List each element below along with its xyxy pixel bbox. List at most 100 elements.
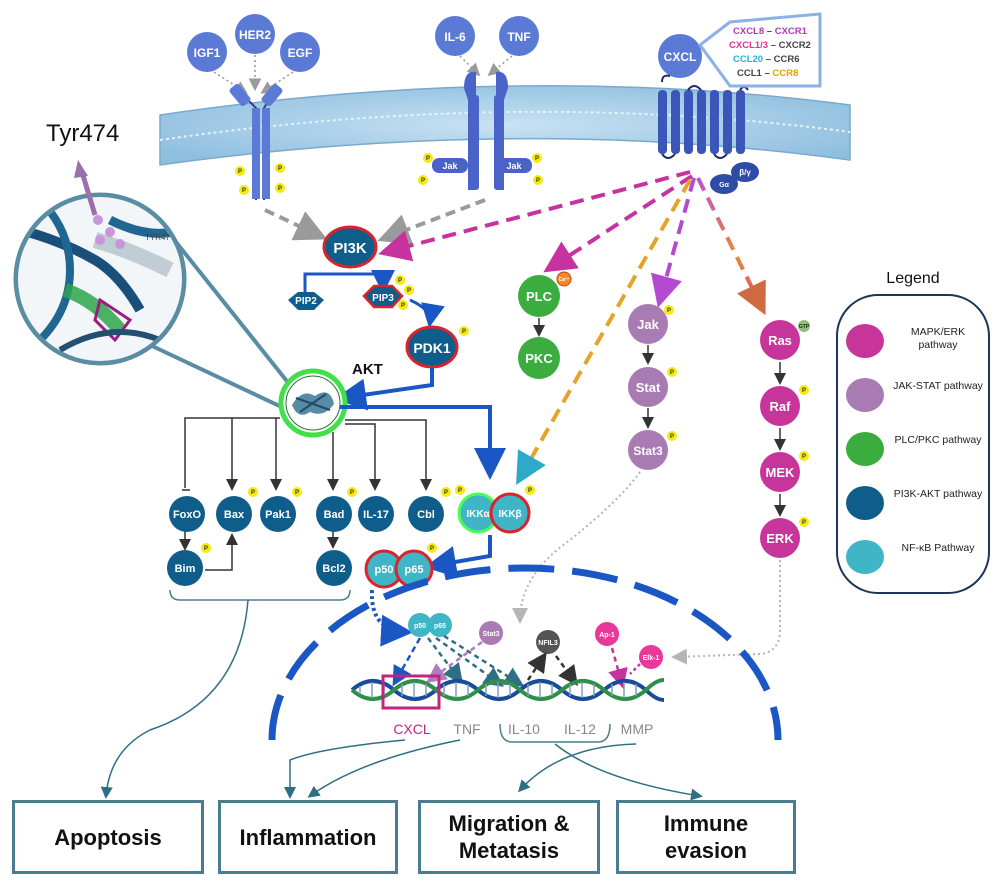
erk-nuclear-arrow: [671, 560, 781, 665]
svg-text:P: P: [251, 490, 255, 496]
legend-label: JAK-STAT pathway: [893, 380, 983, 392]
node-stat: Stat: [628, 367, 668, 407]
ligand-igf1: IGF1: [187, 32, 227, 72]
ca-badge: Ca²⁺: [556, 271, 572, 287]
svg-text:Pak1: Pak1: [265, 509, 291, 521]
svg-text:P: P: [458, 488, 462, 494]
pair-separator: –: [762, 68, 773, 79]
node-ikkb: IKKβ: [489, 492, 531, 534]
svg-text:PLC: PLC: [526, 289, 553, 304]
legend-item-jakstat: JAK-STAT pathway: [846, 372, 986, 420]
node-pip3: PIP3: [362, 284, 404, 309]
p-badge: P: [418, 175, 428, 185]
svg-text:PKC: PKC: [525, 351, 553, 366]
p-badge: P: [347, 487, 357, 497]
svg-text:Ap-1: Ap-1: [599, 632, 615, 639]
dna-helix: [350, 674, 665, 710]
svg-text:IL-17: IL-17: [363, 509, 389, 521]
svg-text:Cbl: Cbl: [417, 509, 435, 521]
svg-text:Bax: Bax: [224, 509, 245, 521]
pi3k-to-pip-bracket: [303, 270, 395, 294]
chemokine-pair: CCL20 – CCR6: [733, 54, 800, 65]
ligand-tnf: TNF: [499, 16, 539, 56]
akt-structure-zoom: TYR47: [13, 192, 187, 366]
legend-label: PLC/PKC pathway: [894, 434, 982, 446]
p-badge: P: [395, 275, 405, 285]
legend-swatch: [846, 378, 884, 412]
svg-text:Bcl2: Bcl2: [322, 563, 345, 575]
node-il17: IL-17: [358, 496, 394, 532]
chemokine-ligand: CXCL8: [733, 26, 764, 37]
chemokine-callout: CXCL8 – CXCR1 CXCL1/3 – CXCR2 CCL20 – CC…: [697, 12, 822, 88]
node-bad: Bad: [316, 496, 352, 532]
svg-text:P: P: [667, 308, 671, 314]
svg-text:P: P: [444, 490, 448, 496]
svg-text:P: P: [802, 454, 806, 460]
pair-separator: –: [764, 26, 775, 37]
p-badge: P: [423, 153, 433, 163]
svg-text:P: P: [670, 370, 674, 376]
nuclear-p50: p50: [408, 613, 432, 637]
outcome-label-line1: Migration &: [448, 811, 570, 836]
apoptosis-bracket: [169, 589, 351, 601]
p-badge: P: [275, 163, 285, 173]
pair-separator: –: [763, 54, 774, 65]
node-pkc: PKC: [518, 337, 560, 379]
p-badge: P: [667, 431, 677, 441]
svg-text:Ras: Ras: [768, 333, 792, 348]
svg-text:Bim: Bim: [175, 563, 196, 575]
chemokine-ligand: CCL20: [733, 54, 763, 65]
svg-text:P: P: [430, 546, 434, 552]
ikk-to-nfkb-arrow: [424, 535, 492, 578]
node-cbl: Cbl: [408, 496, 444, 532]
svg-text:Jak: Jak: [442, 161, 458, 171]
outcome-migration-metastasis: Migration & Metatasis: [418, 800, 600, 874]
pair-separator: –: [768, 40, 779, 51]
p-badge: P: [248, 487, 258, 497]
pdk1-to-akt-arrow: [334, 368, 434, 411]
p-badge: P: [235, 166, 245, 176]
chemokine-pair: CXCL1/3 – CXCR2: [729, 40, 811, 51]
svg-text:Bad: Bad: [324, 509, 345, 521]
svg-text:P: P: [421, 178, 425, 184]
chemokine-receptor: CXCR2: [779, 40, 811, 51]
svg-text:PIP3: PIP3: [372, 293, 394, 304]
svg-text:CXCL: CXCL: [664, 50, 697, 64]
node-bim: Bim: [167, 550, 203, 586]
gene-il10: IL-10: [508, 721, 540, 737]
p-badge: P: [427, 543, 437, 553]
chemokine-ligand: CCL1: [737, 68, 763, 79]
ligand-her2: HER2: [235, 14, 275, 54]
svg-text:IGF1: IGF1: [194, 46, 221, 60]
svg-text:PIP2: PIP2: [295, 296, 317, 307]
svg-text:Raf: Raf: [770, 399, 792, 414]
node-mek: MEK: [760, 452, 800, 492]
p-badge: P: [525, 485, 535, 495]
svg-text:P: P: [350, 490, 354, 496]
svg-text:β/γ: β/γ: [739, 168, 751, 177]
gene-cxcl: CXCL: [393, 721, 431, 737]
svg-text:EGF: EGF: [288, 46, 313, 60]
svg-text:P: P: [528, 488, 532, 494]
node-stat3: Stat3: [628, 430, 668, 470]
svg-text:P: P: [802, 520, 806, 526]
p-badge: P: [799, 385, 809, 395]
node-raf: Raf: [760, 386, 800, 426]
gtp-badge: GTP: [798, 320, 810, 332]
svg-text:P: P: [536, 178, 540, 184]
svg-text:p65: p65: [434, 623, 446, 630]
ligand-cxcl: CXCL: [658, 34, 702, 78]
svg-text:GTP: GTP: [799, 324, 810, 330]
node-bcl2: Bcl2: [316, 550, 352, 586]
nuclear-nfil3: NFIL3: [536, 630, 560, 654]
svg-text:P: P: [238, 169, 242, 175]
outcome-label-line2: Metatasis: [458, 838, 560, 863]
svg-text:Jak: Jak: [637, 317, 659, 332]
cytokine-receptor: Jak Jak: [432, 71, 532, 190]
zoom-connectors: [149, 220, 292, 412]
ligand-il6: IL-6: [435, 16, 475, 56]
svg-text:IKKα: IKKα: [466, 509, 490, 520]
p-badge: P: [201, 543, 211, 553]
svg-text:P: P: [242, 188, 246, 194]
